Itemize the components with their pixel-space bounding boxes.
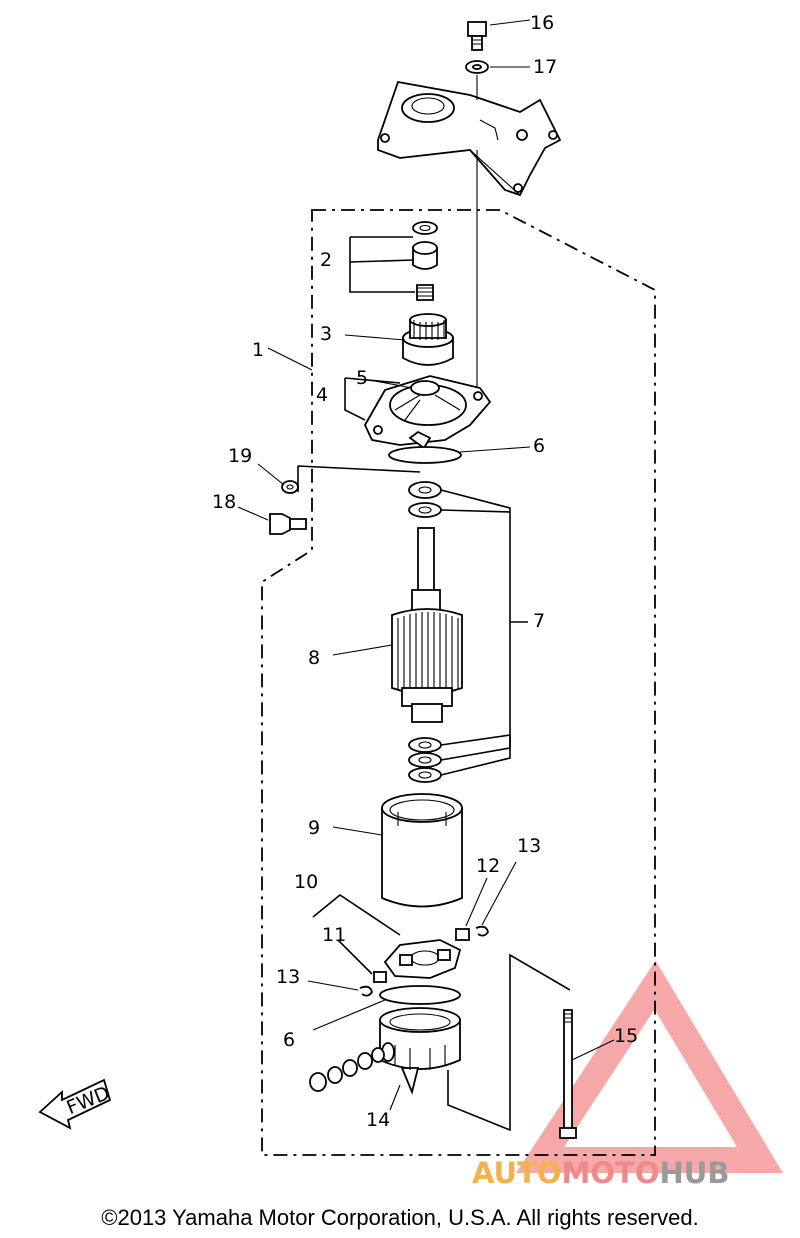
label-9: 9 bbox=[308, 817, 320, 839]
copyright-notice: ©2013 Yamaha Motor Corporation, U.S.A. A… bbox=[101, 1205, 699, 1230]
part-4-front-bracket bbox=[363, 375, 492, 450]
o-ring-6-lower bbox=[379, 985, 461, 1005]
watermark-part-auto: AUTO bbox=[472, 1156, 562, 1190]
label-7: 7 bbox=[533, 610, 545, 632]
washer-set-7-lower bbox=[408, 737, 442, 783]
part-10-brush-holder bbox=[383, 939, 462, 979]
part-9-yoke bbox=[381, 793, 463, 908]
washer-set-7-upper bbox=[408, 481, 442, 518]
label-15: 15 bbox=[614, 1025, 638, 1047]
label-3: 3 bbox=[320, 323, 332, 345]
part-15-through-bolt bbox=[559, 1009, 577, 1139]
label-1: 1 bbox=[252, 339, 264, 361]
nut-washer-stack bbox=[309, 1047, 385, 1092]
label-13-right: 13 bbox=[517, 835, 541, 857]
leader-lines bbox=[237, 19, 531, 1111]
part-12-brush bbox=[455, 928, 470, 941]
bolt-16 bbox=[467, 21, 487, 51]
label-8: 8 bbox=[308, 647, 320, 669]
part-13-spring-left bbox=[359, 985, 373, 997]
label-12: 12 bbox=[476, 855, 500, 877]
watermark-part-hub: HUB bbox=[659, 1156, 730, 1190]
washer-17 bbox=[465, 60, 489, 74]
fwd-arrow-icon: FWD bbox=[38, 1078, 113, 1130]
label-6-lower: 6 bbox=[283, 1029, 295, 1051]
label-18: 18 bbox=[212, 491, 236, 513]
label-13-left: 13 bbox=[276, 966, 300, 988]
label-17: 17 bbox=[533, 56, 557, 78]
washer-19 bbox=[281, 480, 299, 494]
label-14: 14 bbox=[366, 1109, 390, 1131]
label-2: 2 bbox=[320, 249, 332, 271]
part-14-rear-cover bbox=[379, 1007, 461, 1095]
watermark-part-moto: MOTO bbox=[561, 1156, 660, 1190]
watermark-text: AUTOMOTOHUB bbox=[472, 1156, 729, 1190]
part-13-spring-right bbox=[475, 925, 489, 937]
watermark-logo-icon bbox=[515, 960, 783, 1173]
label-6-upper: 6 bbox=[533, 435, 545, 457]
label-10: 10 bbox=[294, 871, 318, 893]
bolt-18 bbox=[269, 513, 307, 535]
label-16: 16 bbox=[530, 12, 554, 34]
part-2-set bbox=[412, 221, 438, 301]
part-11-brush bbox=[373, 971, 387, 983]
part-3-pinion bbox=[402, 313, 454, 366]
o-ring-6-upper bbox=[388, 446, 462, 464]
part-8-armature bbox=[391, 527, 463, 723]
upper-bracket bbox=[377, 80, 562, 197]
assembly-boundary bbox=[261, 209, 656, 1156]
label-11: 11 bbox=[322, 924, 346, 946]
label-5: 5 bbox=[356, 367, 368, 389]
label-4: 4 bbox=[316, 384, 328, 406]
label-19: 19 bbox=[228, 445, 252, 467]
